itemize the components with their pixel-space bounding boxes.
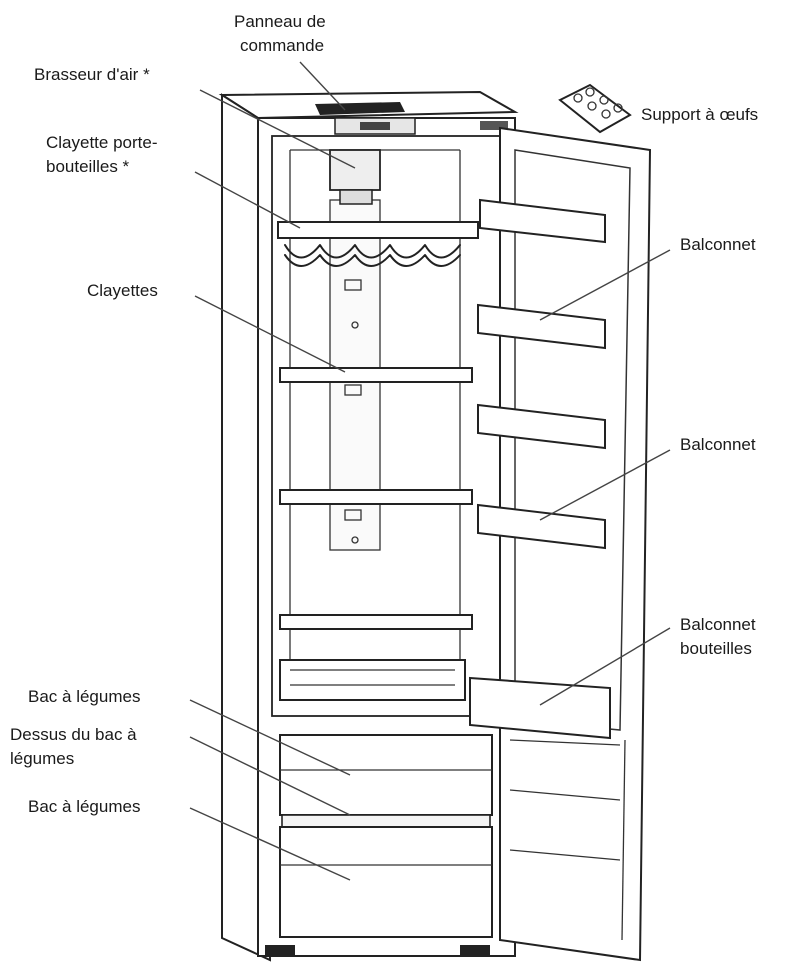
- label-panneau-1: Panneau de: [234, 12, 326, 31]
- egg-tray: [558, 83, 632, 134]
- glass-shelves: [279, 367, 473, 630]
- label-panneau-2: commande: [240, 36, 324, 55]
- air-fan: [329, 149, 381, 205]
- door-balconies: [469, 198, 611, 740]
- label-balconnet-1: Balconnet: [680, 235, 756, 254]
- label-clayettes: Clayettes: [87, 281, 158, 300]
- label-brasseur: Brasseur d'air *: [34, 65, 150, 84]
- crisper-area: [279, 659, 493, 938]
- label-balconnet-bouteilles-1: Balconnet: [680, 615, 756, 634]
- label-balconnet-bouteilles-2: bouteilles: [680, 639, 752, 658]
- label-clayette-pb-1: Clayette porte-: [46, 133, 158, 152]
- control-panel: [315, 102, 508, 135]
- label-support-oeufs: Support à œufs: [641, 105, 758, 124]
- label-dessus-bac-1: Dessus du bac à: [10, 725, 137, 744]
- leader-lines: [189, 61, 671, 881]
- label-balconnet-2: Balconnet: [680, 435, 756, 454]
- label-bac-legumes-1: Bac à légumes: [28, 687, 140, 706]
- label-bac-legumes-2: Bac à légumes: [28, 797, 140, 816]
- label-dessus-bac-2: légumes: [10, 749, 74, 768]
- label-clayette-pb-2: bouteilles *: [46, 157, 130, 176]
- bottle-shelf: [277, 221, 479, 267]
